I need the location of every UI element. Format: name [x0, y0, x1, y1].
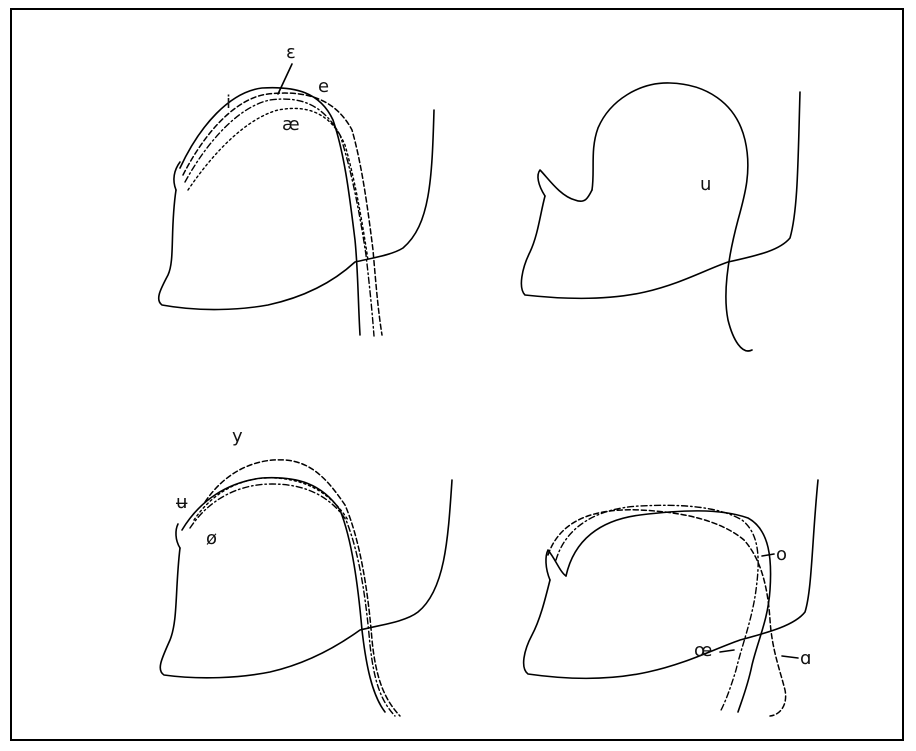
label-ae: æ	[282, 114, 300, 135]
incisor-outline	[538, 170, 592, 201]
label-u: u	[700, 174, 711, 195]
panel-back-rounded: u	[521, 83, 800, 351]
label-o-slash: ø	[206, 528, 217, 549]
tongue-contour-y	[182, 478, 385, 712]
incisor-outline	[176, 524, 180, 548]
tongue-contour-oe	[556, 505, 758, 712]
leader-oe	[720, 650, 734, 652]
tongue-contour-u	[592, 83, 752, 351]
tongue-contour-ae	[188, 108, 368, 260]
label-u-bar: ʉ	[176, 492, 188, 513]
palate-outline	[524, 480, 818, 678]
panel-front-unrounded: i ɛ e æ	[159, 42, 434, 336]
palate-outline	[159, 110, 434, 310]
palate-outline	[521, 92, 800, 298]
tongue-contour-epsilon	[185, 99, 374, 336]
tongue-contour-o	[566, 511, 771, 712]
palate-outline	[160, 480, 452, 678]
label-o: o	[776, 544, 787, 565]
panel-back-low: o œ ɑ	[524, 480, 818, 716]
label-a: ɑ	[800, 648, 811, 669]
incisor-outline	[174, 162, 180, 190]
panel-front-rounded: y ʉ ø	[160, 426, 452, 716]
label-e: e	[318, 76, 329, 97]
label-y: y	[232, 426, 243, 447]
leader-o	[762, 554, 774, 556]
tongue-contour-u-bar	[190, 484, 395, 716]
label-oe: œ	[694, 640, 712, 661]
label-epsilon: ɛ	[286, 42, 296, 63]
leader-a	[782, 656, 798, 658]
label-i: i	[226, 92, 231, 113]
